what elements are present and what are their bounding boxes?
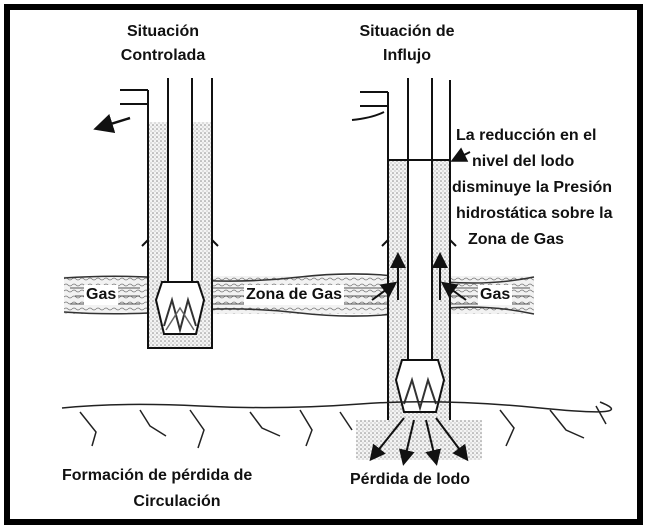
note-pointer-arrow [450, 147, 471, 162]
formation-line1: Formación de pérdida de [62, 467, 253, 484]
mud-loss-label: Pérdida de lodo [350, 471, 471, 488]
formation-line2: Circulación [133, 493, 221, 510]
outer-border [4, 4, 643, 525]
note-line5: Zona de Gas [468, 231, 565, 248]
right-title-line2: Influjo [383, 47, 431, 64]
note-line2: nivel del lodo [472, 153, 575, 170]
right-well [351, 78, 482, 466]
gas-right-label: Gas [478, 285, 513, 305]
note-line4: hidrostática sobre la [456, 205, 613, 222]
gas-left-label: Gas [84, 285, 119, 305]
left-title-line2: Controlada [120, 47, 206, 64]
right-title-line1: Situación de [359, 23, 455, 40]
formation-fractures [61, 401, 613, 449]
note-line3: disminuye la Presión [452, 179, 613, 196]
left-well [93, 78, 219, 349]
note-line1: La reducción en el [456, 127, 597, 144]
left-title-line1: Situación [126, 23, 199, 40]
gas-zone-label: Zona de Gas [244, 285, 345, 305]
